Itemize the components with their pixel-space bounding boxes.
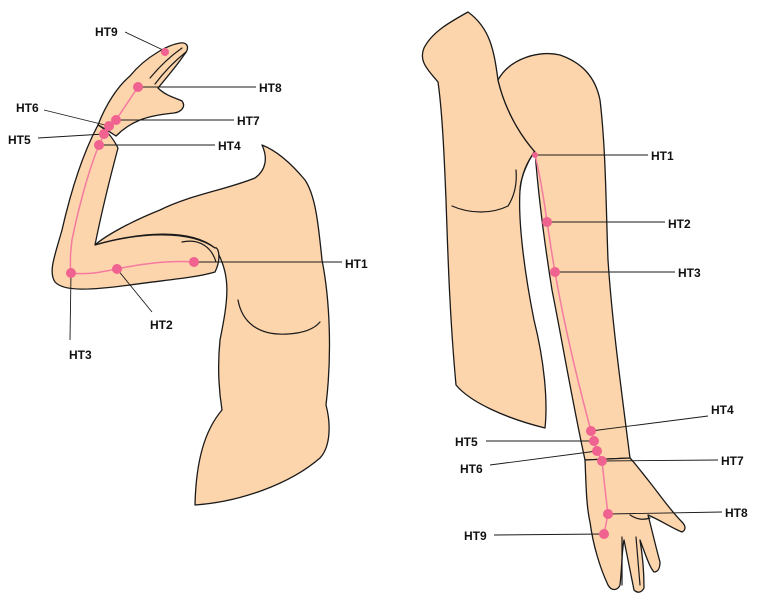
right-palm-line [629,514,651,520]
right-ht6-point [592,446,602,456]
left-finger-line-1 [149,47,183,79]
right-ht7-label: HT7 [721,454,744,468]
right-figure: HT1 HT2 HT3 HT4 HT5 HT6 HT7 HT8 HT9 [421,11,748,593]
left-ht2-label: HT2 [150,318,173,332]
left-ht8-label: HT8 [259,81,282,95]
right-ht5-label: HT5 [455,435,478,449]
right-finger-line-2 [635,536,641,586]
left-ht6-leader [43,109,110,127]
left-ht3-label: HT3 [69,348,92,362]
right-ht4-label: HT4 [711,403,734,417]
right-ht9-label: HT9 [464,529,487,543]
right-ht9-point [599,529,609,539]
left-ht6-point [104,121,114,131]
left-ht5-label: HT5 [8,133,31,147]
right-ht9-leader [493,533,605,536]
left-ht9-label: HT9 [95,25,118,39]
left-ht5-leader [37,133,105,139]
right-ht8-label: HT8 [725,506,748,520]
right-ht8-point [603,509,613,519]
left-ht5-point [99,129,109,139]
left-ht7-point [111,115,121,125]
right-ht6-label: HT6 [460,462,483,476]
left-ht6-label: HT6 [16,101,39,115]
left-ht4-point [94,140,104,150]
right-ht3-point [550,267,560,277]
left-ht3-point [66,268,76,278]
right-ht4-leader [590,415,709,432]
left-ht8-point [133,82,143,92]
left-armpit-crease [181,240,217,263]
right-ht8-leader [607,511,723,515]
left-finger-line-2 [154,51,187,85]
right-ht1-label: HT1 [651,149,674,163]
left-ht9-point [161,48,169,56]
left-arm [51,124,220,290]
left-ht9-leader [124,31,164,51]
left-ht1-point [189,257,199,267]
right-meridian-line [534,154,609,535]
left-ht4-label: HT4 [218,139,241,153]
left-chest-line [237,299,321,335]
left-ht3-leader [69,272,72,341]
right-ht2-point [542,217,552,227]
left-torso [94,144,331,506]
right-ht1-point [532,152,538,158]
right-ht4-point [586,426,596,436]
right-ht2-label: HT2 [668,217,691,231]
right-ht3-label: HT3 [678,266,701,280]
right-ht7-leader [601,459,719,462]
left-ht2-leader [116,268,153,313]
right-chest-line [451,169,517,213]
right-hand [584,457,686,593]
right-ht7-point [597,456,607,466]
left-figure: HT9 HT8 HT7 HT6 HT5 HT4 HT1 HT2 HT3 [8,25,368,506]
right-ht6-leader [489,450,598,466]
left-ht1-label: HT1 [345,257,368,271]
right-ht5-point [589,436,599,446]
left-ht2-point [112,264,122,274]
left-ht7-label: HT7 [237,114,260,128]
